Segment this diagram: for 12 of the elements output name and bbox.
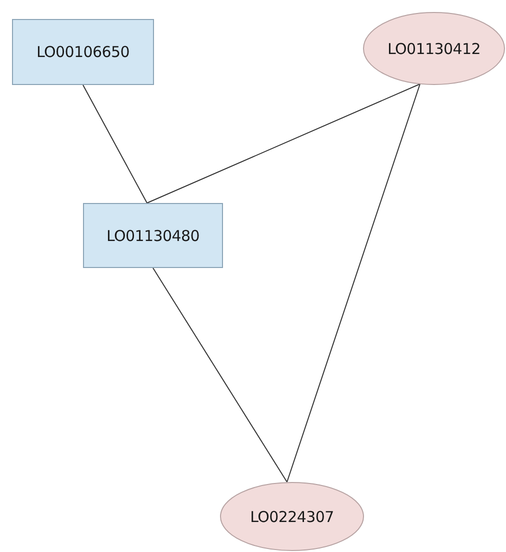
ellipse-node xyxy=(220,482,364,551)
rectangle-node xyxy=(12,19,154,85)
ellipse-node xyxy=(363,12,505,85)
connector-line xyxy=(286,84,420,482)
rectangle-node xyxy=(83,203,223,268)
node-label: LO0224307 xyxy=(250,508,334,526)
connector-line xyxy=(146,84,420,204)
node-label: LO01130480 xyxy=(106,226,200,244)
node-label: LO00106650 xyxy=(36,43,130,61)
node-label: LO01130412 xyxy=(388,40,480,58)
connector-line xyxy=(82,84,148,204)
connector-line xyxy=(152,268,288,482)
